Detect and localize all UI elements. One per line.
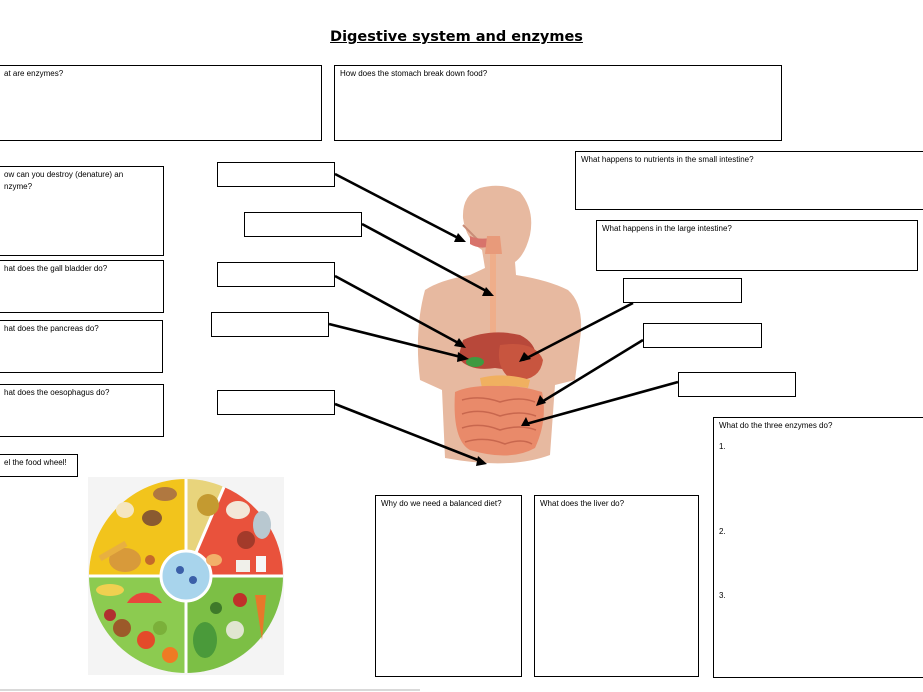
- organ-label-box-3[interactable]: [217, 262, 335, 287]
- pancreas-question-box[interactable]: hat does the pancreas do?: [0, 320, 163, 373]
- organ-label-box-7[interactable]: [643, 323, 762, 348]
- balanced-diet-question-text: Why do we need a balanced diet?: [381, 499, 502, 508]
- organ-label-box-5[interactable]: [217, 390, 335, 415]
- oesophagus-question-text: hat does the oesophagus do?: [4, 388, 109, 397]
- organ-label-box-8[interactable]: [678, 372, 796, 397]
- stomach-question-box[interactable]: How does the stomach break down food?: [334, 65, 782, 141]
- enzyme-number-2: 2.: [719, 527, 726, 536]
- diagram-arrowheads: [454, 233, 546, 466]
- organ-label-box-1[interactable]: [217, 162, 335, 187]
- oesophagus-question-box[interactable]: hat does the oesophagus do?: [0, 384, 164, 437]
- denature-question-box[interactable]: ow can you destroy (denature) an nzyme?: [0, 166, 164, 256]
- three-enzymes-question-box[interactable]: What do the three enzymes do?: [713, 417, 923, 678]
- organ-label-box-6[interactable]: [623, 278, 742, 303]
- large-intestine-question-text: What happens in the large intestine?: [602, 224, 732, 233]
- organ-label-box-4[interactable]: [211, 312, 329, 337]
- denature-question-line1: ow can you destroy (denature) an: [4, 169, 158, 181]
- food-wheel-label-text: el the food wheel!: [4, 458, 67, 467]
- stomach-question-text: How does the stomach break down food?: [340, 69, 487, 78]
- human-torso-illustration: [418, 186, 581, 464]
- denature-question-line2: nzyme?: [4, 181, 158, 193]
- enzyme-number-1: 1.: [719, 442, 726, 451]
- page-bottom-divider: [0, 689, 420, 691]
- gall-bladder-question-box[interactable]: hat does the gall bladder do?: [0, 260, 164, 313]
- small-intestine-question-box[interactable]: What happens to nutrients in the small i…: [575, 151, 923, 210]
- gall-bladder-question-text: hat does the gall bladder do?: [4, 264, 107, 273]
- small-intestine-question-text: What happens to nutrients in the small i…: [581, 155, 754, 164]
- worksheet-title: Digestive system and enzymes: [0, 29, 913, 45]
- large-intestine-question-box[interactable]: What happens in the large intestine?: [596, 220, 918, 271]
- food-wheel-label-box: el the food wheel!: [0, 454, 78, 477]
- food-wheel: [89, 479, 283, 673]
- liver-question-box[interactable]: What does the liver do?: [534, 495, 699, 677]
- enzymes-question-box[interactable]: at are enzymes?: [0, 65, 322, 141]
- pancreas-question-text: hat does the pancreas do?: [4, 324, 99, 333]
- diagram-arrows: [329, 174, 678, 462]
- enzyme-number-3: 3.: [719, 591, 726, 600]
- organ-label-box-2[interactable]: [244, 212, 362, 237]
- three-enzymes-question-text: What do the three enzymes do?: [719, 421, 832, 430]
- balanced-diet-question-box[interactable]: Why do we need a balanced diet?: [375, 495, 522, 677]
- liver-question-text: What does the liver do?: [540, 499, 624, 508]
- enzymes-question-text: at are enzymes?: [4, 69, 63, 78]
